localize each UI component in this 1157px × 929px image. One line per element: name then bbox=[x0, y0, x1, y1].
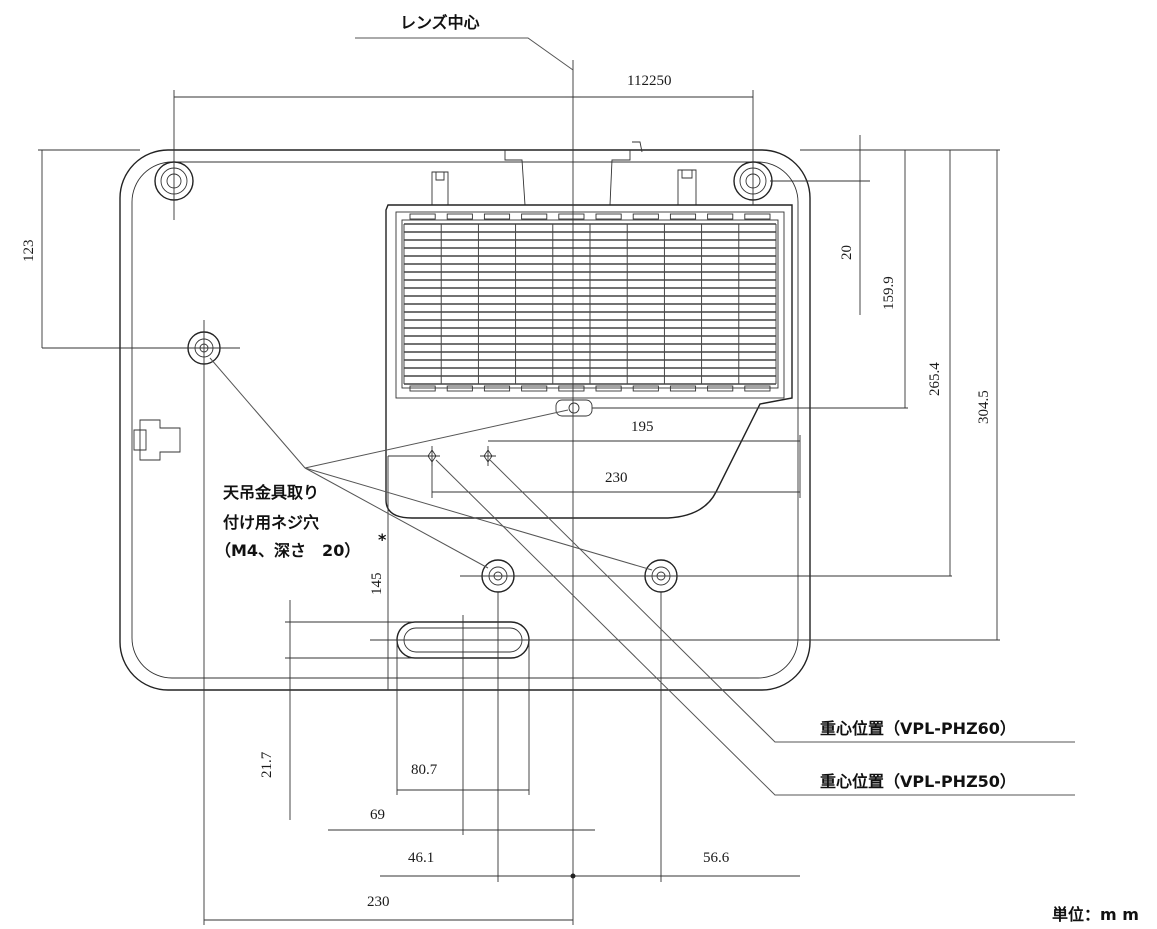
lens-center-leader bbox=[355, 37, 574, 71]
dim-right-159: 159.9 bbox=[881, 276, 897, 310]
vent-tab bbox=[446, 213, 473, 220]
vent-tab bbox=[595, 385, 622, 392]
dim-right-20: 20 bbox=[839, 245, 855, 260]
dim-origin-dot bbox=[570, 873, 576, 879]
vent-tab bbox=[707, 385, 734, 392]
vent-tab bbox=[558, 213, 585, 220]
vent-tab bbox=[409, 213, 436, 220]
vent-tab bbox=[744, 385, 771, 392]
lens-center-label: レンズ中心 bbox=[400, 13, 480, 32]
vent-tab bbox=[483, 213, 511, 220]
top-tab-right bbox=[632, 141, 643, 153]
mount-hole-label-line2: 付け用ネジ穴 bbox=[223, 513, 319, 532]
vent-screw bbox=[555, 399, 593, 417]
dim-top-width: 112250 bbox=[627, 73, 671, 89]
dim-230-mid: 230 bbox=[605, 470, 628, 486]
dim-80: 80.7 bbox=[411, 762, 438, 778]
dim-56: 56.6 bbox=[703, 850, 730, 866]
mount-hole-label-line1: 天吊金具取り bbox=[223, 483, 319, 502]
projector-body-outer bbox=[119, 149, 811, 691]
mount-hole-asterisk: * bbox=[378, 530, 387, 549]
vent-tab bbox=[558, 385, 585, 392]
side-connector bbox=[133, 419, 181, 461]
unit-label: 単位：m m bbox=[1052, 905, 1139, 924]
vent-tab bbox=[409, 385, 436, 392]
cog-marker-phz50 bbox=[480, 446, 496, 466]
cog-phz60-label: 重心位置（VPL-PHZ60） bbox=[820, 719, 1016, 738]
vent-tab bbox=[744, 213, 771, 220]
dim-46: 46.1 bbox=[408, 850, 434, 866]
vent-tab bbox=[707, 213, 734, 220]
cog-phz50-label: 重心位置（VPL-PHZ50） bbox=[820, 772, 1016, 791]
vent-grille-slats bbox=[403, 213, 777, 392]
vent-tab bbox=[632, 213, 659, 220]
vent-tab bbox=[446, 385, 473, 392]
clip-right bbox=[677, 169, 697, 205]
dim-195: 195 bbox=[631, 419, 654, 435]
vent-tab bbox=[632, 385, 659, 392]
clip-left bbox=[431, 171, 449, 205]
dim-21: 21.7 bbox=[259, 751, 275, 778]
vent-grille-frame bbox=[395, 211, 785, 399]
dim-left-123: 123 bbox=[21, 240, 37, 263]
vent-tab bbox=[483, 385, 511, 392]
cog-phz50-leader bbox=[435, 459, 1075, 796]
dim-69: 69 bbox=[370, 807, 385, 823]
projector-body-inner bbox=[131, 161, 799, 679]
vent-tab bbox=[521, 385, 548, 392]
mount-hole-label-line3: （M4、深さ 20） bbox=[215, 541, 360, 560]
vent-tab bbox=[595, 213, 622, 220]
vent-tab bbox=[669, 213, 697, 220]
mount-hole-leaders bbox=[209, 357, 653, 571]
vent-tab bbox=[669, 385, 697, 392]
dim-230-bottom: 230 bbox=[367, 894, 390, 910]
vent-tab bbox=[521, 213, 548, 220]
vent-grille-inner bbox=[401, 219, 779, 389]
top-notch bbox=[504, 150, 631, 206]
dim-145: 145 bbox=[369, 573, 385, 596]
cog-phz60-leader bbox=[489, 459, 1075, 743]
dim-right-265: 265.4 bbox=[927, 362, 943, 396]
dim-right-304: 304.5 bbox=[976, 390, 992, 424]
